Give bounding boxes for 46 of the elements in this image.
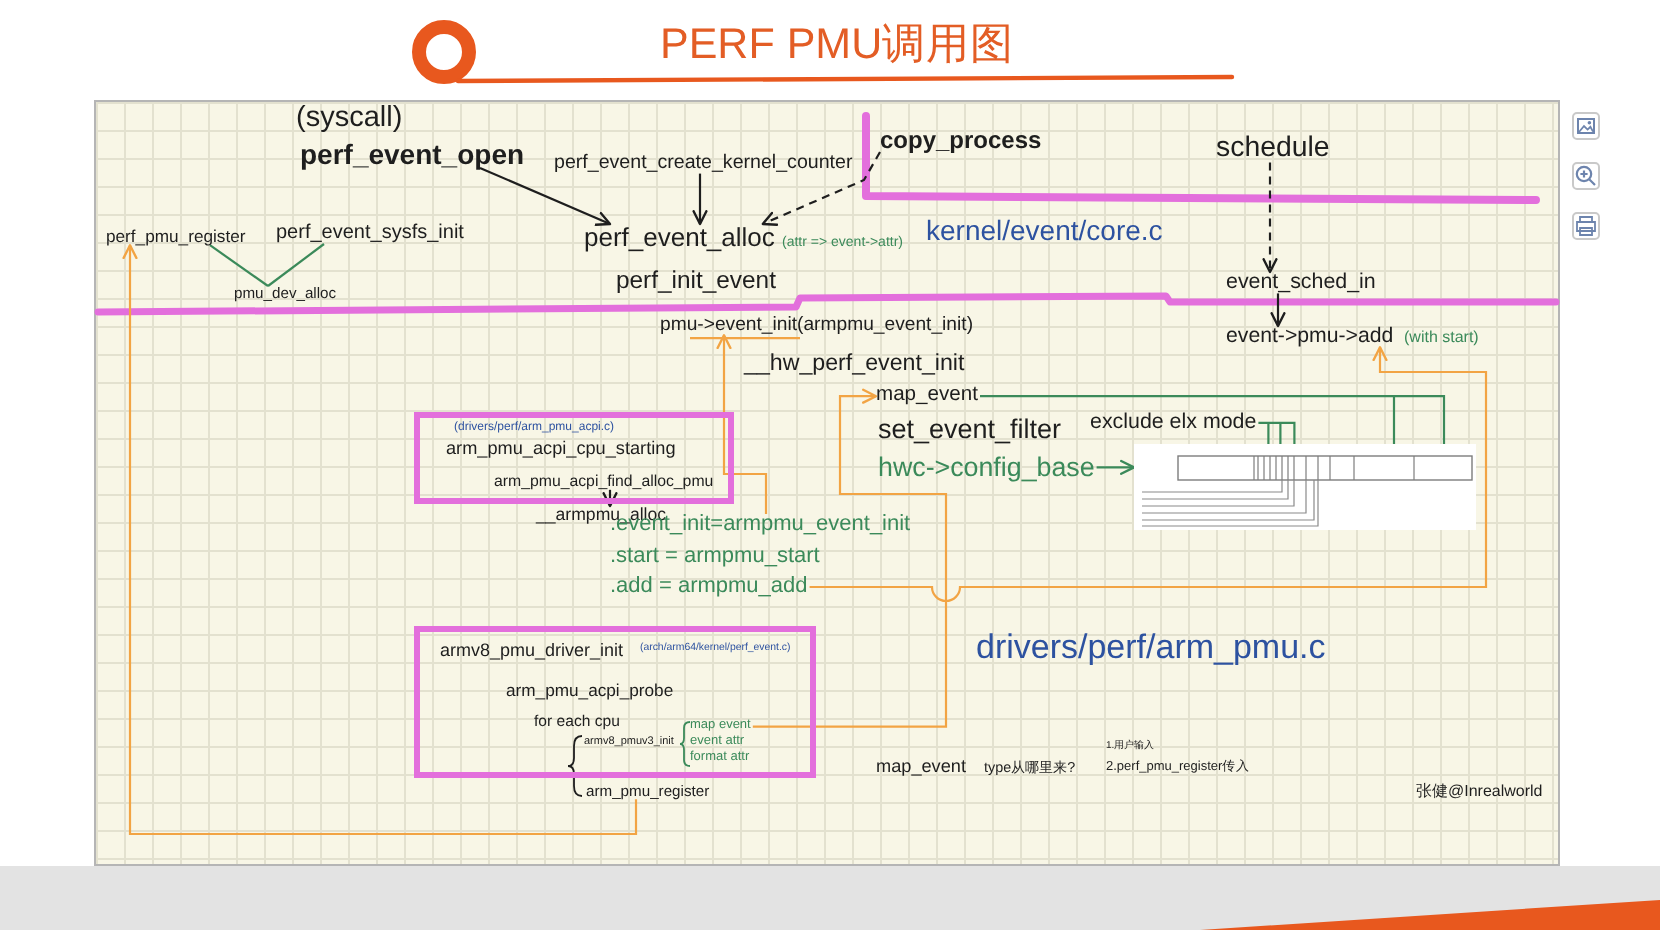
code-text: event->pmu->add <box>1226 326 1394 348</box>
arrow <box>752 388 948 728</box>
function-name: set_event_filter <box>878 416 1062 443</box>
function-name: perf_event_alloc <box>584 224 775 250</box>
arrow <box>479 167 612 226</box>
arrow <box>1096 459 1136 475</box>
file-path: drivers/perf/arm_pmu.c <box>976 630 1326 664</box>
note-text: exclude elx mode <box>1090 412 1257 434</box>
annotation: (with start) <box>1404 330 1479 346</box>
code-text: .add = armpmu_add <box>610 576 808 598</box>
register-diagram <box>1134 444 1476 530</box>
arrow <box>602 489 618 508</box>
code-text: pmu->event_init(armpmu_event_init) <box>660 316 974 336</box>
signature: 张健@Inrealworld <box>1416 784 1543 800</box>
arrow <box>1262 162 1278 274</box>
function-name: armv8_pmu_driver_init <box>440 642 624 660</box>
code-text: hwc->config_base <box>878 454 1095 481</box>
arrow <box>692 173 708 226</box>
group-box <box>414 412 734 504</box>
group-box <box>414 626 816 778</box>
note-text: (syscall) <box>296 104 403 133</box>
arrow <box>809 346 1488 602</box>
function-name: schedule <box>1216 134 1330 163</box>
arrow <box>1270 293 1286 328</box>
connector-line <box>978 395 1446 446</box>
function-name: arm_pmu_acpi_probe <box>506 682 674 700</box>
connector-line <box>267 243 325 287</box>
code-text: .start = armpmu_start <box>610 546 820 568</box>
connector-line <box>209 244 269 287</box>
arrow <box>122 244 638 836</box>
function-name: perf_init_event <box>616 268 776 293</box>
function-name: map_event <box>876 386 978 407</box>
function-name: perf_event_open <box>300 140 525 168</box>
title: PERF PMU调用图 <box>660 24 1015 67</box>
function-name: copy_process <box>880 128 1042 152</box>
function-name: arm_pmu_acpi_cpu_starting <box>446 440 676 459</box>
function-name: event_sched_in <box>1226 272 1376 294</box>
file-path: kernel/event/core.c <box>926 216 1163 244</box>
connector-line <box>1257 421 1296 446</box>
function-name: map_event <box>876 758 966 777</box>
function-name: __hw_perf_event_init <box>744 352 965 376</box>
arrow <box>761 151 881 226</box>
arrow <box>688 334 802 516</box>
function-name: perf_event_sysfs_init <box>276 224 464 244</box>
function-name: perf_event_create_kernel_counter <box>554 154 853 174</box>
function-name: perf_pmu_register <box>106 228 246 246</box>
